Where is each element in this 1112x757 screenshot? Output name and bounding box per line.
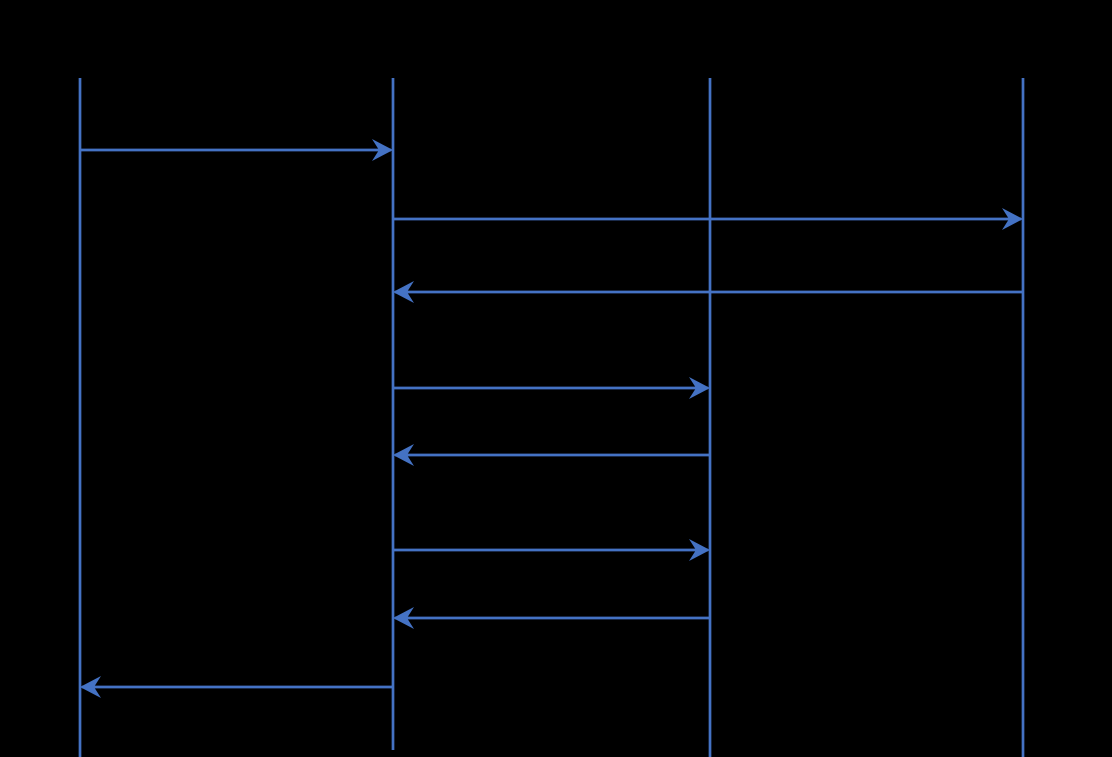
message-4-arrowhead-icon	[689, 377, 710, 399]
message-1-arrowhead-icon	[372, 139, 393, 161]
message-7-arrowhead-icon	[393, 607, 414, 629]
message-2-arrowhead-icon	[1002, 208, 1023, 230]
message-8-arrowhead-icon	[80, 676, 101, 698]
message-5-arrowhead-icon	[393, 444, 414, 466]
message-6-arrowhead-icon	[689, 539, 710, 561]
message-3-arrowhead-icon	[393, 281, 414, 303]
